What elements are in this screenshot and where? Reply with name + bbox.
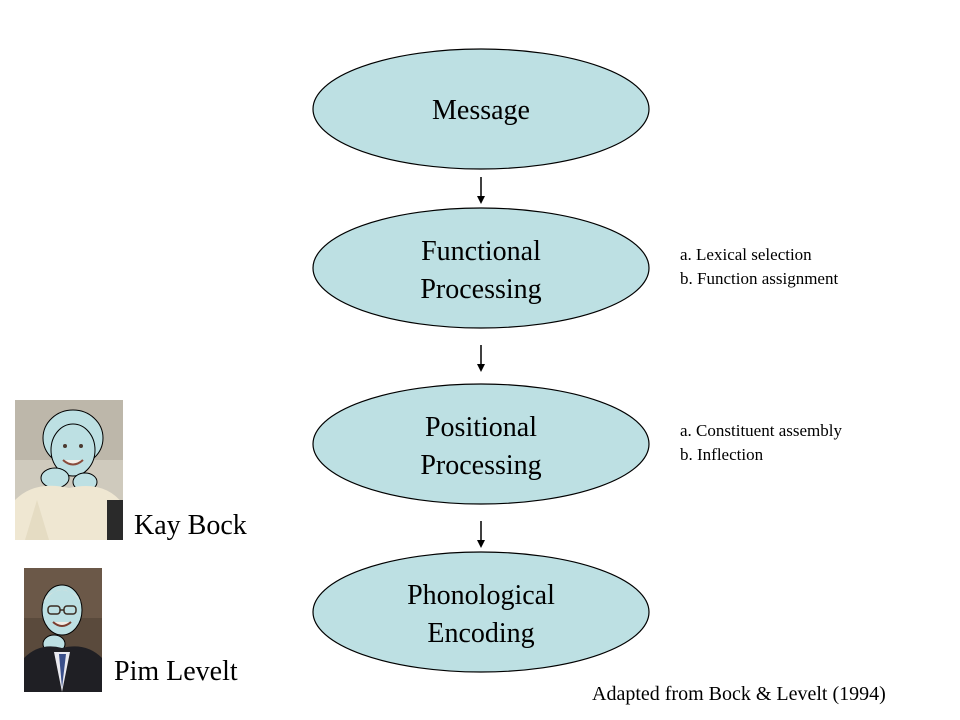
portrait-kay-bock-image bbox=[15, 400, 123, 540]
source-credit: Adapted from Bock & Levelt (1994) bbox=[592, 683, 886, 705]
node-functional: Functional Processing bbox=[312, 207, 650, 329]
node-functional-label-line1: Functional bbox=[421, 236, 541, 267]
node-positional: Positional Processing bbox=[312, 383, 650, 505]
caption-pim-levelt: Pim Levelt bbox=[114, 656, 238, 687]
node-functional-shape bbox=[312, 207, 650, 329]
note-positional-line-b: b. Inflection bbox=[680, 445, 764, 464]
node-phonological-label-line1: Phonological bbox=[407, 580, 555, 611]
node-positional-label-line1: Positional bbox=[425, 412, 537, 443]
note-positional: a. Constituent assembly b. Inflection bbox=[680, 419, 842, 467]
portrait-pim-levelt-image bbox=[24, 568, 102, 692]
node-phonological-shape bbox=[312, 551, 650, 673]
photo-pim-levelt bbox=[24, 568, 102, 692]
node-functional-label-line2: Processing bbox=[420, 274, 541, 305]
node-positional-label-line2: Processing bbox=[420, 450, 541, 481]
node-message: Message bbox=[312, 48, 650, 170]
node-phonological-label-line2: Encoding bbox=[427, 618, 534, 649]
note-functional-line-b: b. Function assignment bbox=[680, 269, 839, 288]
node-phonological: Phonological Encoding bbox=[312, 551, 650, 673]
node-positional-shape bbox=[312, 383, 650, 505]
photo-kay-bock bbox=[15, 400, 123, 540]
note-positional-line-a: a. Constituent assembly bbox=[680, 421, 842, 440]
node-message-shape bbox=[312, 48, 650, 170]
note-functional: a. Lexical selection b. Function assignm… bbox=[680, 243, 838, 291]
node-message-label: Message bbox=[432, 95, 530, 126]
note-functional-line-a: a. Lexical selection bbox=[680, 245, 812, 264]
caption-kay-bock: Kay Bock bbox=[134, 510, 247, 541]
